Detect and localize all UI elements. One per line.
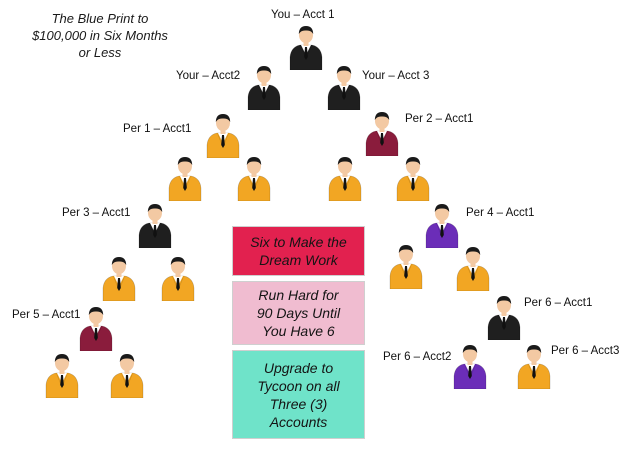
person-per3-acct1 bbox=[137, 202, 173, 248]
person-per3-child-a bbox=[101, 255, 137, 301]
person-per1-child-b bbox=[236, 155, 272, 201]
person-per2-child-a bbox=[327, 155, 363, 201]
person-per5-acct1 bbox=[78, 305, 114, 351]
person-icon bbox=[425, 204, 459, 248]
label-per2-acct1: Per 2 – Acct1 bbox=[405, 113, 474, 125]
person-per3-child-b bbox=[160, 255, 196, 301]
person-per4-child-b bbox=[455, 245, 491, 291]
box1-line-2: Dream Work bbox=[259, 252, 338, 268]
title-line-2: $100,000 in Six Months bbox=[32, 28, 168, 43]
person-icon bbox=[289, 26, 323, 70]
label-per5-acct1: Per 5 – Acct1 bbox=[12, 309, 81, 321]
label-per3-acct1: Per 3 – Acct1 bbox=[62, 207, 131, 219]
box3-line-3: Three (3) bbox=[269, 395, 328, 412]
diagram-title: The Blue Print to $100,000 in Six Months… bbox=[10, 10, 190, 61]
person-icon bbox=[161, 257, 195, 301]
person-per5-child-b bbox=[109, 352, 145, 398]
box2-line-3: You Have 6 bbox=[262, 323, 335, 339]
label-per6-acct2: Per 6 – Acct2 bbox=[383, 351, 452, 363]
person-icon bbox=[206, 114, 240, 158]
person-icon bbox=[487, 296, 521, 340]
box1-line-1: Six to Make the bbox=[250, 234, 347, 250]
person-icon bbox=[453, 345, 487, 389]
title-line-3: or Less bbox=[78, 45, 122, 60]
person-you-acct1 bbox=[288, 24, 324, 70]
person-icon bbox=[327, 66, 361, 110]
label-per1-acct1: Per 1 – Acct1 bbox=[123, 123, 192, 135]
box3-line-2: Tycoon on all bbox=[257, 377, 340, 394]
person-per2-child-b bbox=[395, 155, 431, 201]
person-per1-acct1 bbox=[205, 112, 241, 158]
person-per6-acct3 bbox=[516, 343, 552, 389]
person-icon bbox=[247, 66, 281, 110]
person-icon bbox=[237, 157, 271, 201]
label-you-acct1: You – Acct 1 bbox=[271, 9, 335, 21]
person-icon bbox=[102, 257, 136, 301]
person-icon bbox=[365, 112, 399, 156]
person-icon bbox=[79, 307, 113, 351]
person-icon bbox=[110, 354, 144, 398]
box-six-to-make-dream-work: Six to Make the Dream Work bbox=[232, 226, 365, 276]
box-run-hard-90-days: Run Hard for 90 Days Until You Have 6 bbox=[232, 281, 365, 345]
person-per1-child-a bbox=[167, 155, 203, 201]
person-per5-child-a bbox=[44, 352, 80, 398]
person-per6-acct2 bbox=[452, 343, 488, 389]
person-your-acct3 bbox=[326, 64, 362, 110]
person-per4-acct1 bbox=[424, 202, 460, 248]
box2-line-1: Run Hard for bbox=[258, 287, 339, 303]
person-icon bbox=[328, 157, 362, 201]
person-icon bbox=[138, 204, 172, 248]
box3-line-1: Upgrade to bbox=[263, 359, 334, 376]
label-per6-acct1: Per 6 – Acct1 bbox=[524, 297, 593, 309]
person-icon bbox=[517, 345, 551, 389]
person-icon bbox=[45, 354, 79, 398]
box3-line-4: Accounts bbox=[269, 413, 328, 430]
label-per4-acct1: Per 4 – Acct1 bbox=[466, 207, 535, 219]
person-per2-acct1 bbox=[364, 110, 400, 156]
box-upgrade-to-tycoon: Upgrade to Tycoon on all Three (3) Accou… bbox=[232, 350, 365, 439]
person-your-acct2 bbox=[246, 64, 282, 110]
label-per6-acct3: Per 6 – Acct3 bbox=[551, 345, 620, 357]
person-icon bbox=[456, 247, 490, 291]
label-your-acct2: Your – Acct2 bbox=[176, 70, 241, 82]
person-per4-child-a bbox=[388, 243, 424, 289]
person-icon bbox=[168, 157, 202, 201]
person-icon bbox=[389, 245, 423, 289]
title-line-1: The Blue Print to bbox=[51, 11, 149, 26]
person-per6-acct1 bbox=[486, 294, 522, 340]
person-icon bbox=[396, 157, 430, 201]
box2-line-2: 90 Days Until bbox=[256, 305, 341, 321]
label-your-acct3: Your – Acct 3 bbox=[362, 70, 430, 82]
